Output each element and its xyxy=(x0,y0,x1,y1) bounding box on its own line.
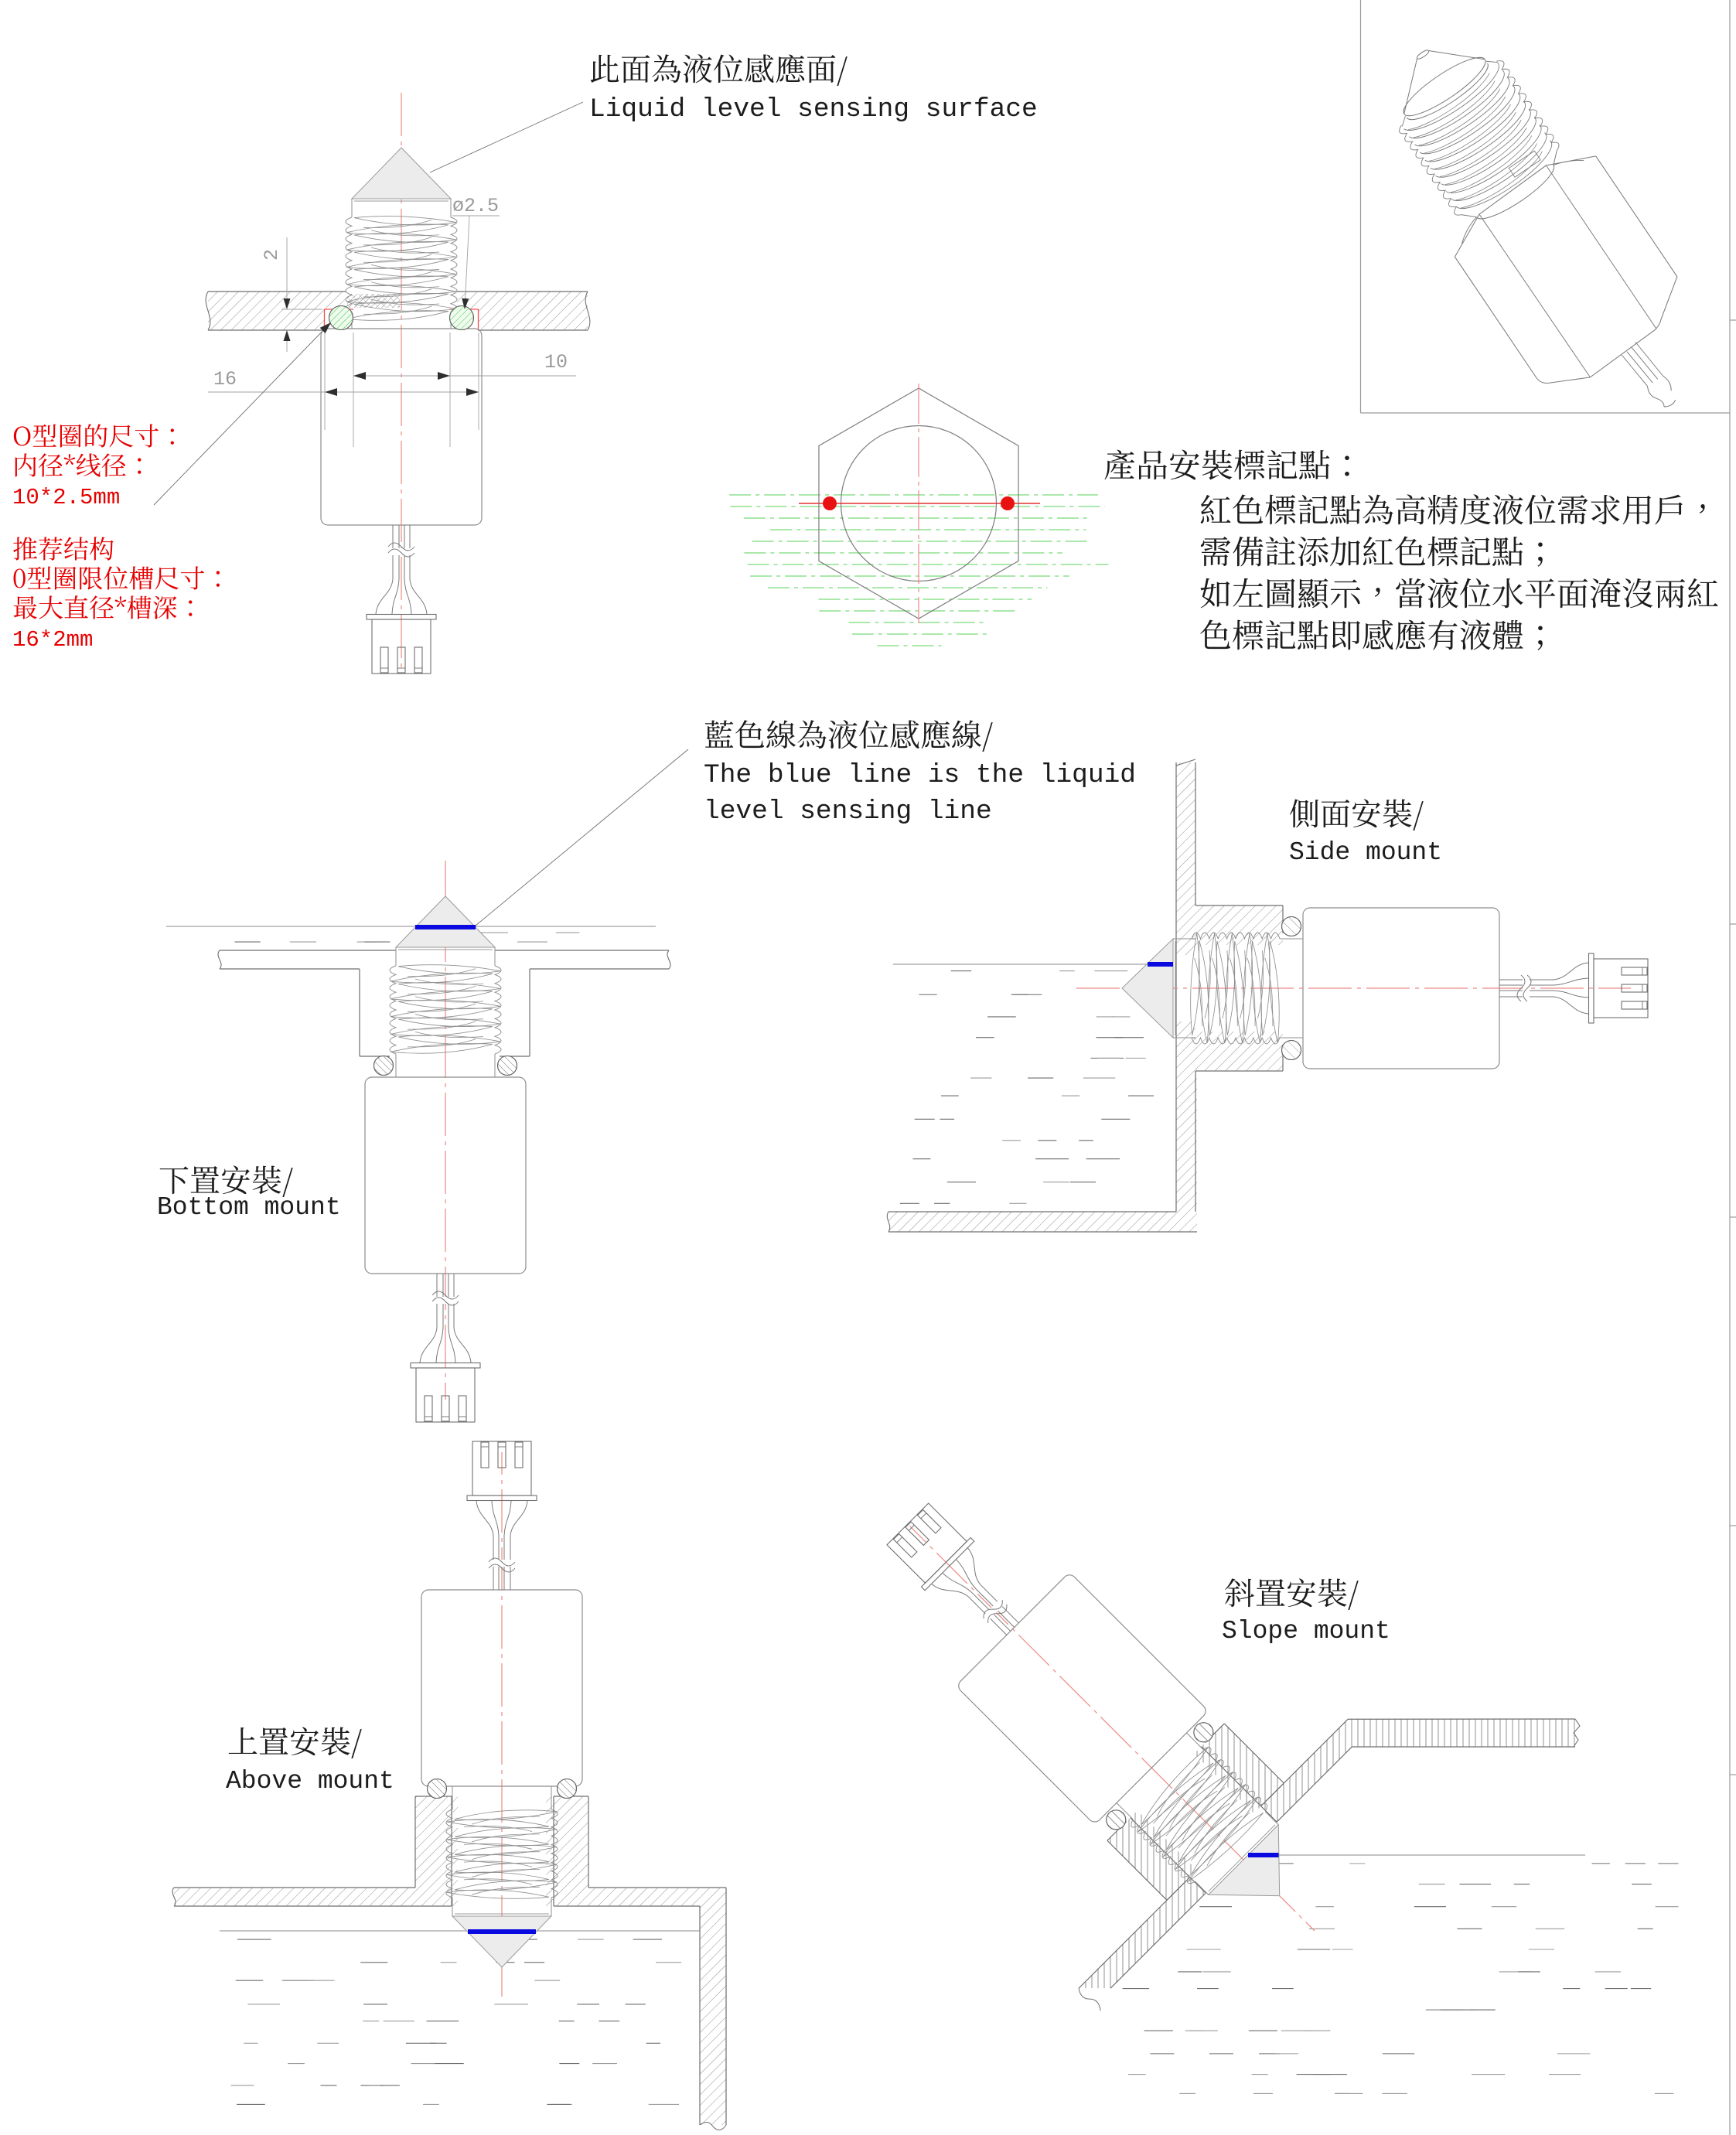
nut-top-view: 產品安裝標記點： 紅色標記點為高精度液位需求用戶， 需備註添加紅色標記點； 如左… xyxy=(729,384,1719,650)
sensor-connector xyxy=(1588,953,1649,1024)
sensor-cone xyxy=(350,147,452,202)
label-slope-mount-zh: 斜置安裝/ xyxy=(1225,1578,1359,1610)
dim-groove-outer-lines xyxy=(208,333,479,430)
label-side-mount-en: Side mount xyxy=(1289,838,1442,867)
sensor-isometric xyxy=(1399,49,1678,408)
sensor-cone xyxy=(394,895,496,950)
label-above-mount-zh: 上置安裝/ xyxy=(228,1727,362,1758)
label-slope-mount-en: Slope mount xyxy=(1222,1617,1390,1646)
leader-oring-note xyxy=(153,322,331,506)
sensor-bottom-mount xyxy=(364,861,527,1423)
liquid-level-rows xyxy=(729,494,1109,646)
water-dashes xyxy=(230,1939,682,2106)
sensor-connector xyxy=(886,1502,975,1591)
sensor-cable xyxy=(1499,962,1589,1015)
sensor-orings xyxy=(328,305,475,331)
side-mount-view: 側面安裝/ Side mount xyxy=(886,759,1649,1233)
sensor-body xyxy=(958,1574,1206,1823)
note-groove-line4: 16*2mm xyxy=(12,627,93,653)
leader-oring-wire xyxy=(452,215,500,309)
sensor-cable xyxy=(931,1547,1019,1635)
sensor-threads xyxy=(1190,932,1281,1045)
svg-text:推荐结构: 推荐结构 xyxy=(12,536,114,564)
label-sensing-surface-zh: 此面為液位感應面/ xyxy=(590,54,848,86)
red-marking-dot-right xyxy=(1001,496,1015,510)
sensor-connector xyxy=(410,1362,481,1423)
note-groove-line2: 0型圈限位槽尺寸： xyxy=(13,566,220,590)
sensor-threads xyxy=(345,216,458,322)
note-marking-line5: 色標記點即感應有液體； xyxy=(1200,619,1543,650)
dim-oring-wire: ø2.5 xyxy=(452,195,499,217)
sensor-cable xyxy=(375,525,428,615)
note-marking-line3: 需備註添加紅色標記點； xyxy=(1200,536,1543,567)
svg-text:紅色標記點為高精度液位需求用戶，: 紅色標記點為高精度液位需求用戶， xyxy=(1199,493,1719,530)
note-oring-line3: 10*2.5mm xyxy=(12,485,120,510)
isometric-view xyxy=(1399,49,1678,408)
svg-text:内径*线径：: 内径*线径： xyxy=(12,452,153,481)
label-sensing-line-en2: level sensing line xyxy=(704,796,992,827)
sensor-cable xyxy=(476,1500,528,1590)
sensor-connector xyxy=(366,613,437,674)
note-marking-line4: 如左圖顯示，當液位水平面淹沒兩紅 xyxy=(1200,578,1718,609)
note-groove-line3: 最大直径*槽深： xyxy=(13,595,193,619)
sensor-slope-mount xyxy=(886,1502,1315,1932)
bottom-mount-view: 下置安裝/ Bottom mount xyxy=(157,749,689,1423)
label-sensing-surface-en: Liquid level sensing surface xyxy=(589,94,1038,124)
sensor-orings xyxy=(1106,1722,1214,1830)
sheet-border xyxy=(1359,0,1736,2135)
sensing-line-label: 藍色線為液位感應線/ The blue line is the liquid l… xyxy=(704,720,1136,827)
sensor-threads xyxy=(1131,1746,1268,1884)
water-dashes xyxy=(1122,1863,1679,2095)
red-marking-dot-left xyxy=(823,496,837,510)
label-side-mount-zh: 側面安裝/ xyxy=(1290,799,1424,830)
slope-mount-view: 斜置安裝/ Slope mount xyxy=(886,1502,1679,2095)
sensor-orings xyxy=(373,1055,518,1076)
sensor-above-mount xyxy=(421,1441,583,1997)
sensor-orings xyxy=(426,1778,578,1799)
dim-oring-inner: 10 xyxy=(544,351,568,373)
mounting-panel xyxy=(205,291,591,331)
label-above-mount-en: Above mount xyxy=(226,1767,394,1796)
sensor-body xyxy=(1302,907,1500,1069)
tank-top-plate xyxy=(172,1796,727,2130)
sensor-connector xyxy=(466,1441,537,1502)
dim-oring-inner-lines xyxy=(353,333,576,447)
water-dashes xyxy=(899,970,1154,1204)
sensor-body xyxy=(320,328,483,526)
sensor-orings xyxy=(1281,916,1302,1061)
note-oring-line1: O型圈的尺寸： xyxy=(13,424,174,448)
above-mount-view: 上置安裝/ Above mount xyxy=(172,1441,727,2130)
sensor-cone xyxy=(1207,1823,1281,1897)
label-bottom-mount-en: Bottom mount xyxy=(157,1193,341,1222)
iso-cable xyxy=(1621,342,1676,408)
sensor-cone xyxy=(451,1913,553,1968)
sensor-body xyxy=(421,1589,583,1787)
dim-groove-depth: 2 xyxy=(261,249,283,261)
note-groove-line1: 推荐结构 xyxy=(12,536,114,564)
sensor-body xyxy=(364,1076,527,1274)
sensor-cable xyxy=(419,1274,472,1363)
sensor-threads xyxy=(445,1809,558,1899)
tank-side-wall xyxy=(886,759,1284,1233)
note-oring-line2: 内径*线径： xyxy=(12,452,153,481)
cross-section-view: 此面為液位感應面/ Liquid level sensing surface O… xyxy=(12,54,1038,674)
note-marking-line1: 產品安裝標記點： xyxy=(1104,449,1349,480)
label-sensing-line-zh: 藍色線為液位感應線/ xyxy=(704,720,993,752)
sloped-wall xyxy=(1078,1718,1581,2011)
dim-groove-outer: 16 xyxy=(213,368,237,391)
note-marking-line2: 紅色標記點為高精度液位需求用戶， xyxy=(1199,493,1719,530)
iso-hex-body xyxy=(1454,150,1678,384)
label-sensing-line-en1: The blue line is the liquid xyxy=(704,760,1136,790)
dim-groove-depth-lines xyxy=(281,237,322,352)
sensor-threads xyxy=(389,964,502,1055)
sensor-cross-section xyxy=(320,93,483,674)
